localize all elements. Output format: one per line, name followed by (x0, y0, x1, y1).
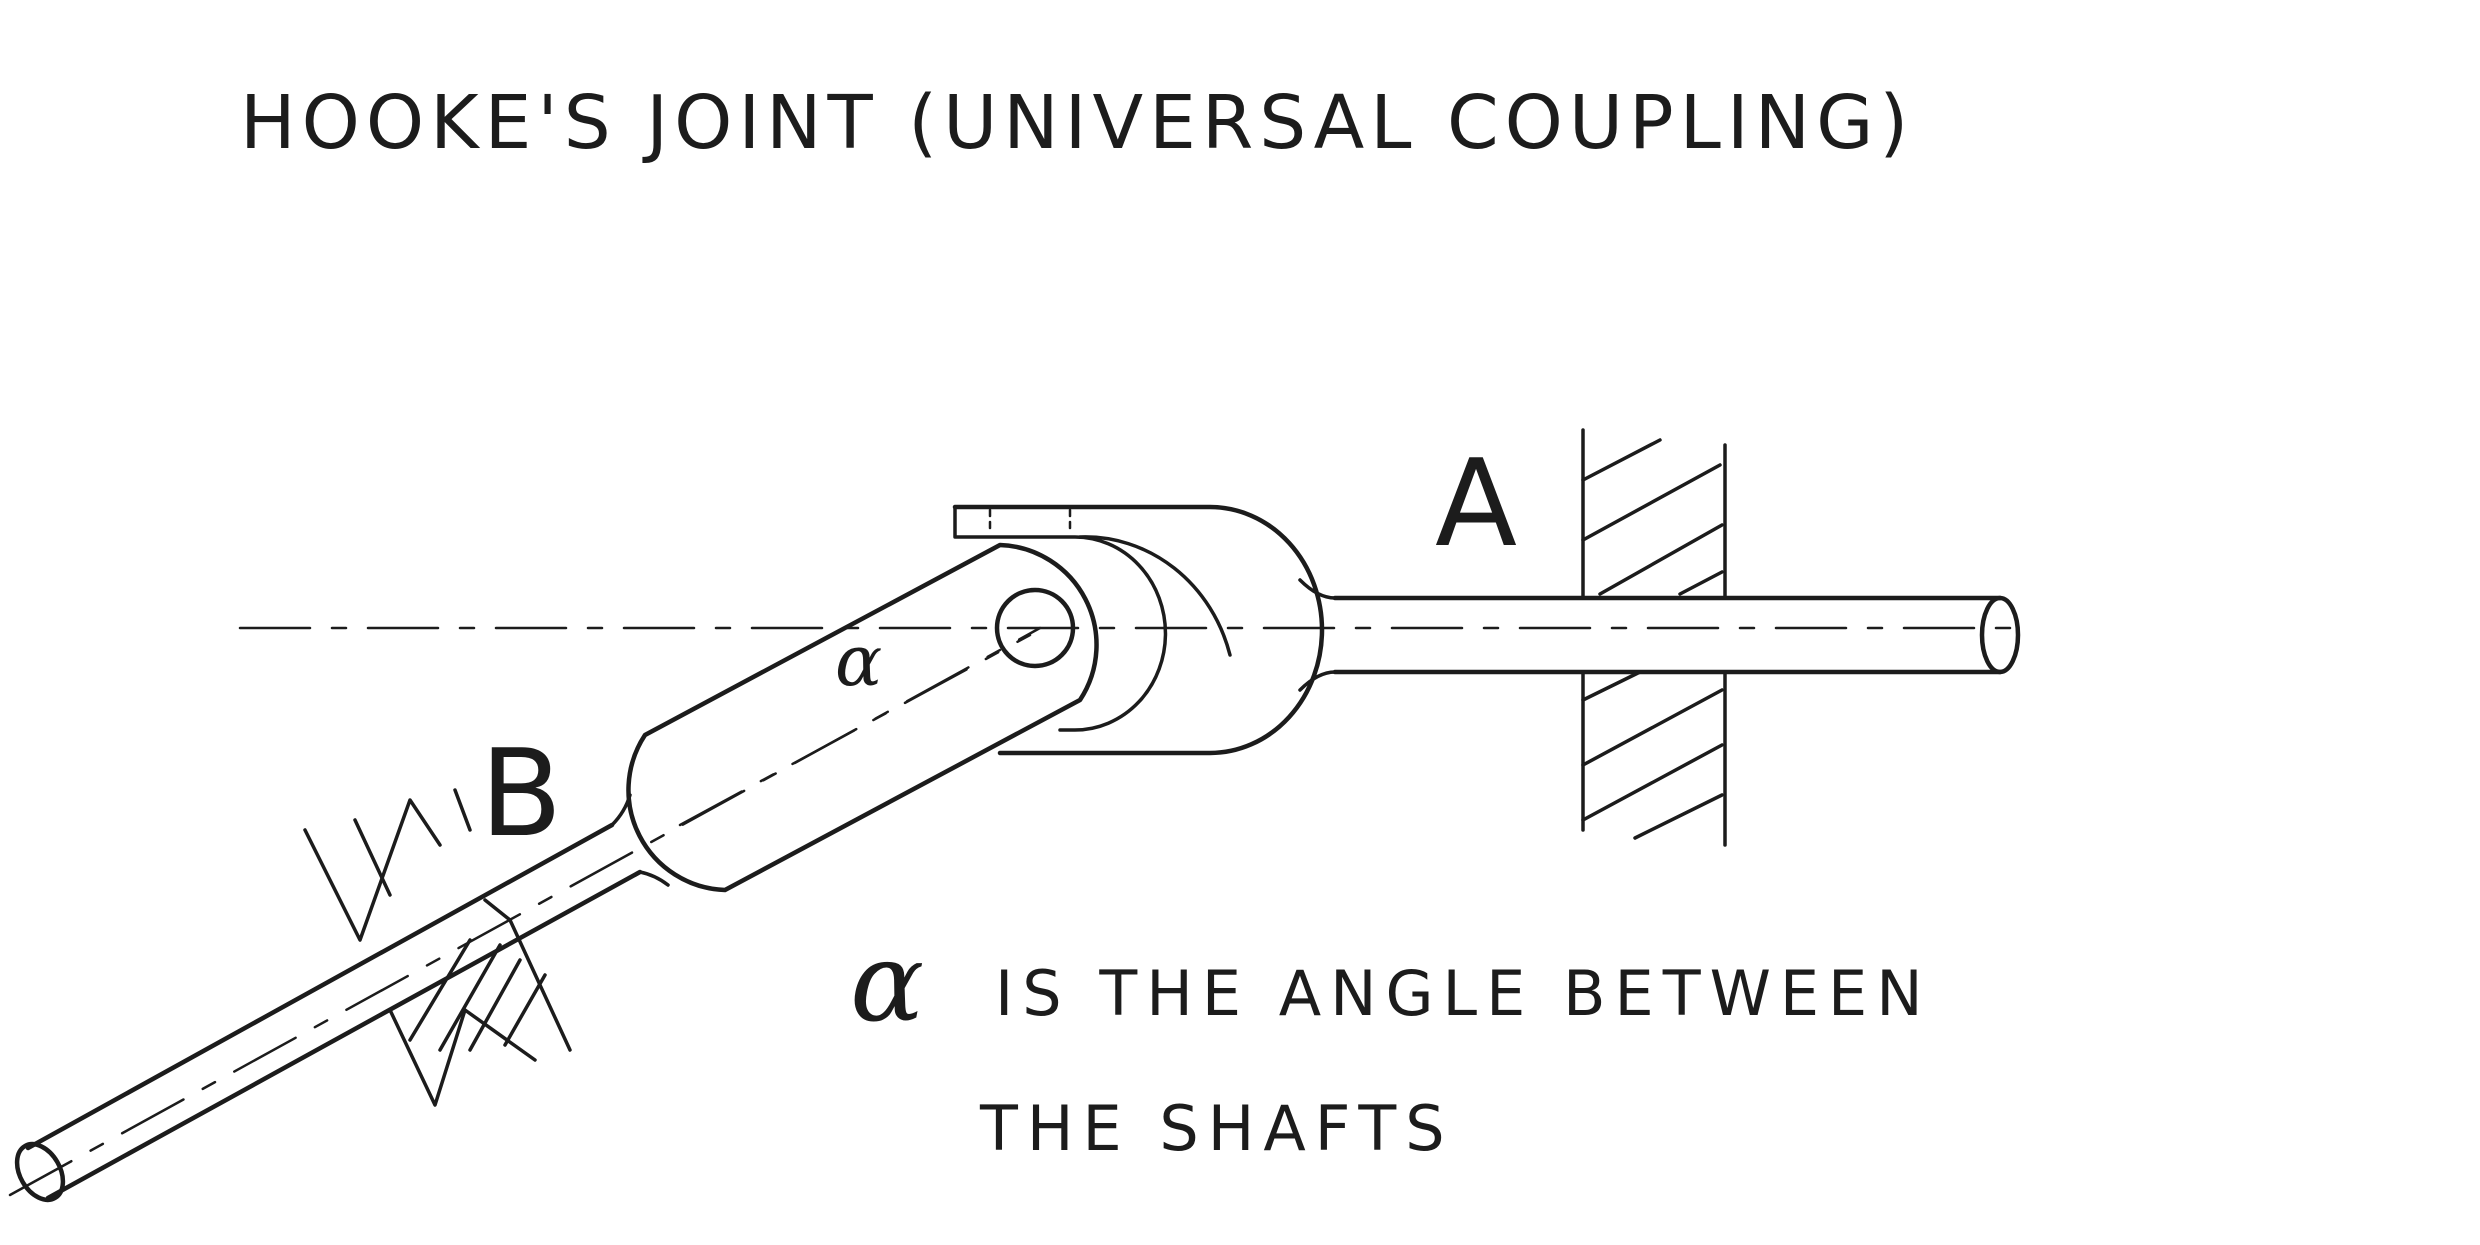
yoke-b (626, 542, 1099, 893)
label-shaft-b: B (480, 725, 562, 864)
bearing-b (303, 788, 572, 1107)
yoke-a (952, 504, 1325, 756)
label-angle-alpha: α (835, 620, 882, 702)
shaft-a (1298, 578, 2021, 692)
bearing-a (1581, 428, 1727, 847)
note-line-2: THE SHAFTS (979, 1092, 1454, 1165)
label-shaft-a: A (1435, 435, 1517, 574)
note-line-1: IS THE ANGLE BETWEEN (995, 957, 1932, 1030)
note-alpha-symbol: α (850, 918, 924, 1046)
pivot-pin (994, 587, 1076, 669)
diagram-title: HOOKE'S JOINT (UNIVERSAL COUPLING) (240, 80, 1914, 166)
